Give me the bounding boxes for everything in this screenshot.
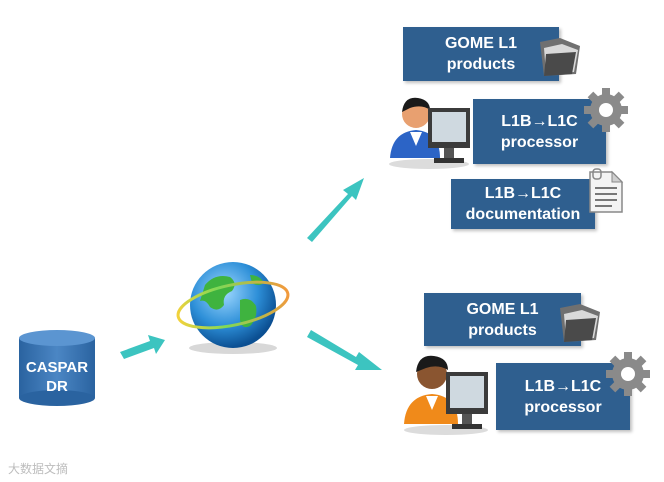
document-icon bbox=[589, 168, 624, 213]
caspar-label-line1: CASPAR bbox=[25, 359, 89, 376]
watermark: 大数据文摘 bbox=[8, 460, 68, 477]
bottom-products-box: GOME L1 products bbox=[424, 293, 581, 346]
top-documentation-line1: L1B→L1C bbox=[484, 185, 562, 202]
watermark-text: 大数据文摘 bbox=[8, 462, 69, 476]
globe-icon bbox=[176, 262, 290, 354]
top-processor-box: L1B→L1C processor bbox=[473, 99, 606, 164]
top-user-at-computer-icon bbox=[389, 97, 470, 169]
top-documentation-box: L1B→L1C documentation bbox=[451, 179, 595, 229]
folder-icon bbox=[560, 304, 600, 342]
arrow-to-bottom-group bbox=[307, 330, 382, 370]
bottom-products-line1: GOME L1 bbox=[466, 300, 539, 318]
bottom-processor-line1: L1B→L1C bbox=[524, 377, 602, 395]
gear-icon bbox=[584, 88, 628, 132]
caspar-label-line2: DR bbox=[46, 378, 68, 395]
top-products-line1: GOME L1 bbox=[444, 35, 517, 52]
gear-icon bbox=[606, 352, 650, 396]
top-products-box: GOME L1 products bbox=[403, 27, 559, 81]
bottom-processor-box: L1B→L1C processor bbox=[496, 363, 630, 430]
arrow-to-top-group bbox=[307, 178, 364, 242]
folder-icon bbox=[540, 38, 580, 76]
top-products-line2: products bbox=[446, 56, 516, 73]
bottom-user-at-computer-icon bbox=[404, 355, 488, 435]
top-documentation-line2: documentation bbox=[465, 206, 581, 223]
bottom-processor-line2: processor bbox=[524, 398, 602, 416]
caspar-database-icon bbox=[19, 330, 95, 406]
bottom-products-line2: products bbox=[468, 321, 537, 339]
top-processor-line2: processor bbox=[500, 133, 579, 151]
top-processor-line1: L1B→L1C bbox=[501, 112, 578, 130]
arrow-to-globe bbox=[120, 335, 165, 359]
caspar-label: CASPAR DR bbox=[19, 358, 95, 396]
